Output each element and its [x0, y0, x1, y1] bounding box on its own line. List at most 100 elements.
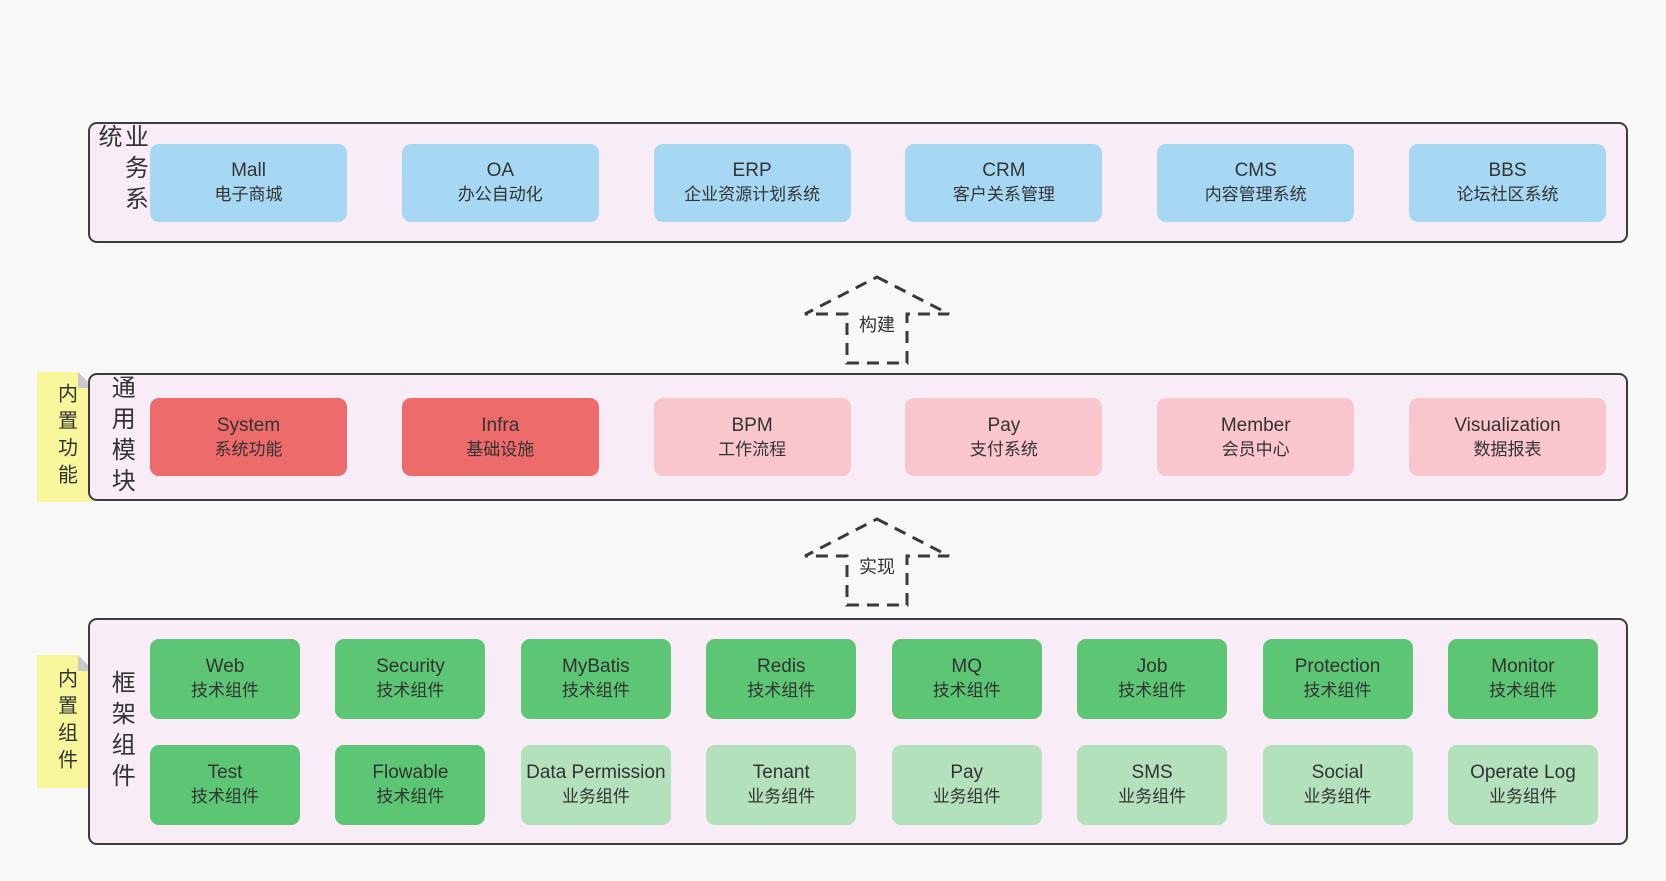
node-subtitle: 数据报表 [1473, 439, 1542, 459]
dashed-up-arrow-icon [804, 275, 950, 365]
node-title: MQ [951, 656, 982, 677]
node-pay: Pay 支付系统 [905, 398, 1103, 476]
node-subtitle: 技术组件 [1303, 681, 1372, 700]
node-subtitle: 技术组件 [561, 681, 630, 700]
node-title: ERP [732, 160, 772, 181]
node-subtitle: 业务组件 [1488, 787, 1557, 806]
node-social: Social 业务组件 [1262, 744, 1413, 825]
band-framework-components: 框架组件 Web 技术组件 Security 技术组件 MyBatis 技术组件… [88, 618, 1628, 845]
node-subtitle: 内容管理系统 [1204, 185, 1307, 204]
node-title: Monitor [1491, 656, 1555, 677]
node-subtitle: 业务组件 [932, 787, 1001, 806]
framework-components-boxes: Web 技术组件 Security 技术组件 MyBatis 技术组件 Redi… [150, 620, 1626, 843]
node-operate-log: Operate Log 业务组件 [1447, 744, 1598, 825]
node-infra: Infra 基础设施 [401, 398, 599, 476]
node-title: SMS [1131, 762, 1173, 783]
node-title: Infra [481, 414, 520, 436]
node-data-permission: Data Permission 业务组件 [520, 744, 671, 825]
common-modules-boxes: System 系统功能 Infra 基础设施 BPM 工作流程 Pay 支付系统… [150, 375, 1626, 499]
band-label-common-modules: 通用模块 [107, 375, 135, 499]
node-title: CRM [982, 160, 1026, 181]
node-title: Web [205, 656, 245, 677]
node-title: Test [207, 762, 243, 783]
node-mq: MQ 技术组件 [891, 638, 1042, 719]
node-title: Mall [231, 160, 266, 181]
node-subtitle: 客户关系管理 [952, 185, 1055, 204]
node-bbs: BBS 论坛社区系统 [1408, 143, 1606, 222]
framework-components-row-2: Test 技术组件 Flowable 技术组件 Data Permission … [150, 744, 1598, 825]
node-subtitle: 技术组件 [1118, 681, 1187, 700]
node-subtitle: 企业资源计划系统 [684, 185, 821, 204]
node-title: OA [486, 160, 515, 181]
node-subtitle: 基础设施 [466, 439, 535, 459]
node-title: MyBatis [562, 656, 630, 677]
node-title: Operate Log [1470, 762, 1576, 783]
node-title: Tenant [752, 762, 810, 783]
node-bpm: BPM 工作流程 [653, 398, 851, 476]
node-subtitle: 技术组件 [376, 681, 445, 700]
node-subtitle: 业务组件 [1303, 787, 1372, 806]
node-visualization: Visualization 数据报表 [1408, 398, 1606, 476]
node-title: Member [1220, 414, 1291, 436]
node-pay-component: Pay 业务组件 [891, 744, 1042, 825]
node-title: Pay [950, 762, 984, 783]
node-mall: Mall 电子商城 [150, 143, 347, 222]
node-web: Web 技术组件 [150, 638, 300, 719]
band-common-modules: 通用模块 System 系统功能 Infra 基础设施 BPM 工作流程 Pay… [88, 373, 1628, 501]
node-title: BPM [731, 414, 773, 436]
node-member: Member 会员中心 [1157, 398, 1355, 476]
node-title: Data Permission [526, 762, 666, 783]
framework-components-row-1: Web 技术组件 Security 技术组件 MyBatis 技术组件 Redi… [150, 638, 1598, 719]
node-title: BBS [1488, 160, 1527, 181]
node-title: Protection [1294, 656, 1381, 677]
node-subtitle: 会员中心 [1221, 439, 1290, 459]
node-title: Redis [756, 656, 806, 677]
node-title: Social [1311, 762, 1364, 783]
node-oa: OA 办公自动化 [401, 143, 599, 222]
node-security: Security 技术组件 [335, 638, 486, 719]
node-title: Security [376, 656, 445, 677]
sticky-note-label: 内置组件 [54, 667, 77, 776]
node-subtitle: 业务组件 [747, 787, 816, 806]
node-sms: SMS 业务组件 [1077, 744, 1228, 825]
node-title: Visualization [1454, 414, 1561, 436]
node-subtitle: 技术组件 [747, 681, 816, 700]
sticky-note-built-in-components: 内置组件 [37, 655, 94, 788]
node-title: Pay [987, 414, 1021, 436]
node-title: System [216, 414, 281, 436]
node-system: System 系统功能 [150, 398, 347, 476]
node-job: Job 技术组件 [1077, 638, 1228, 719]
node-subtitle: 系统功能 [214, 439, 283, 459]
node-monitor: Monitor 技术组件 [1447, 638, 1598, 719]
business-systems-boxes: Mall 电子商城 OA 办公自动化 ERP 企业资源计划系统 CRM 客户关系… [150, 124, 1626, 241]
node-tenant: Tenant 业务组件 [706, 744, 857, 825]
node-redis: Redis 技术组件 [706, 638, 857, 719]
node-erp: ERP 企业资源计划系统 [653, 143, 851, 222]
band-label-business-systems: 业务系统 [94, 124, 148, 217]
node-test: Test 技术组件 [150, 744, 300, 825]
node-subtitle: 业务组件 [1118, 787, 1187, 806]
node-title: CMS [1234, 160, 1277, 181]
node-subtitle: 技术组件 [932, 681, 1001, 700]
node-subtitle: 电子商城 [214, 185, 283, 204]
node-title: Flowable [372, 762, 449, 783]
band-label-framework-components: 框架组件 [107, 669, 135, 794]
node-subtitle: 办公自动化 [457, 185, 543, 204]
node-subtitle: 技术组件 [376, 787, 445, 806]
sticky-note-built-in-features: 内置功能 [37, 372, 94, 502]
node-protection: Protection 技术组件 [1262, 638, 1413, 719]
arrow-build-label: 构建 [855, 310, 899, 338]
node-cms: CMS 内容管理系统 [1157, 143, 1355, 222]
sticky-note-label: 内置功能 [54, 383, 77, 491]
node-flowable: Flowable 技术组件 [335, 744, 486, 825]
dashed-up-arrow-icon [804, 517, 950, 607]
node-subtitle: 业务组件 [561, 787, 630, 806]
node-subtitle: 技术组件 [191, 787, 259, 806]
arrow-implement-label: 实现 [855, 552, 899, 580]
node-subtitle: 工作流程 [718, 439, 787, 459]
band-business-systems: 业务系统 Mall 电子商城 OA 办公自动化 ERP 企业资源计划系统 CRM… [88, 122, 1628, 243]
arrow-build: 构建 [802, 274, 952, 366]
node-subtitle: 技术组件 [191, 681, 259, 700]
node-subtitle: 技术组件 [1488, 681, 1557, 700]
node-subtitle: 支付系统 [969, 439, 1038, 459]
